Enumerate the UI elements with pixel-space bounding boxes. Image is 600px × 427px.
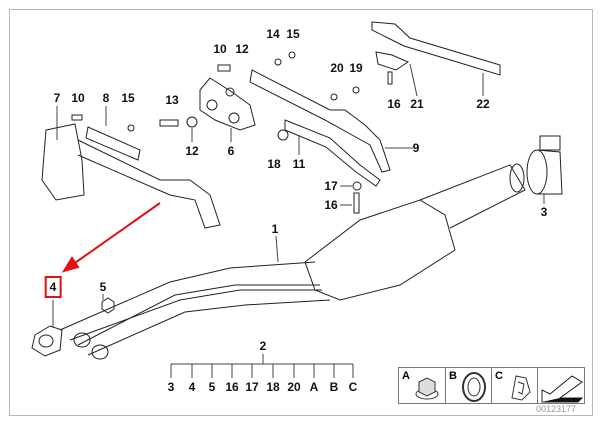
kit-item: 16	[225, 380, 239, 394]
legend-arrow	[537, 367, 585, 404]
kit-item: 17	[245, 380, 259, 394]
callout-9: 9	[412, 141, 420, 155]
callout-12: 12	[235, 42, 249, 56]
catalytic-converter	[304, 199, 456, 301]
callout-15: 15	[286, 27, 300, 41]
callout-10: 10	[213, 42, 227, 56]
callout-2-kit: 2	[259, 339, 267, 353]
kit-item: A	[309, 380, 319, 394]
callout-21: 21	[410, 97, 424, 111]
callout-19: 19	[349, 61, 363, 75]
front-pipe-1	[59, 261, 320, 346]
pipe-hanger	[77, 139, 221, 229]
callout-16: 16	[324, 198, 338, 212]
callout-11: 11	[292, 157, 306, 171]
callout-16: 16	[387, 97, 401, 111]
red-arrow-icon	[61, 202, 161, 273]
callout-6: 6	[227, 144, 235, 158]
bracket-6	[199, 77, 256, 131]
legend-a: A	[398, 367, 446, 404]
callout-12: 12	[185, 144, 199, 158]
arrow-icon	[541, 375, 584, 403]
bolt-10b	[217, 64, 231, 72]
kit-item: 3	[167, 380, 175, 394]
washer-17	[352, 181, 362, 191]
callout-7: 7	[53, 91, 61, 105]
bolt-10	[71, 114, 83, 121]
kit-item: 18	[266, 380, 280, 394]
hanger-8	[85, 126, 141, 161]
callout-14: 14	[266, 27, 280, 41]
legend-key: C	[495, 370, 503, 382]
kit-item: B	[329, 380, 339, 394]
clip-icon	[511, 375, 531, 401]
callout-18: 18	[267, 157, 281, 171]
callout-13: 13	[165, 93, 179, 107]
gasket-4	[31, 325, 63, 357]
hanger-21	[375, 51, 410, 71]
washer-12	[186, 116, 198, 128]
bolt-16	[353, 192, 360, 214]
legend-key: B	[449, 370, 457, 382]
ring-icon	[462, 372, 486, 402]
legend-c: C	[491, 367, 538, 404]
callout-1: 1	[271, 222, 279, 236]
strap	[249, 69, 391, 173]
kit-item: 20	[287, 380, 301, 394]
kit-item: 4	[188, 380, 196, 394]
callout-17: 17	[324, 179, 338, 193]
callout-15: 15	[121, 91, 135, 105]
callout-5: 5	[99, 280, 107, 294]
bolt-13	[159, 119, 179, 127]
hanger-22	[371, 21, 501, 76]
nut-icon	[415, 377, 439, 400]
clamp-3	[526, 149, 548, 195]
kit-item: 5	[208, 380, 216, 394]
callout-10: 10	[71, 91, 85, 105]
legend-key: A	[402, 370, 410, 382]
callout-22: 22	[476, 97, 490, 111]
callout-20: 20	[330, 61, 344, 75]
leader-lines	[52, 63, 545, 378]
diagram-frame	[9, 9, 593, 416]
diagram-code: 00123177	[536, 404, 577, 414]
callout-4-highlighted: 4	[44, 276, 62, 298]
bracket-7	[41, 123, 85, 201]
nut-5	[101, 297, 115, 314]
legend-b: B	[445, 367, 492, 404]
callout-3: 3	[540, 205, 548, 219]
kit-item: C	[348, 380, 358, 394]
callout-8: 8	[102, 91, 110, 105]
